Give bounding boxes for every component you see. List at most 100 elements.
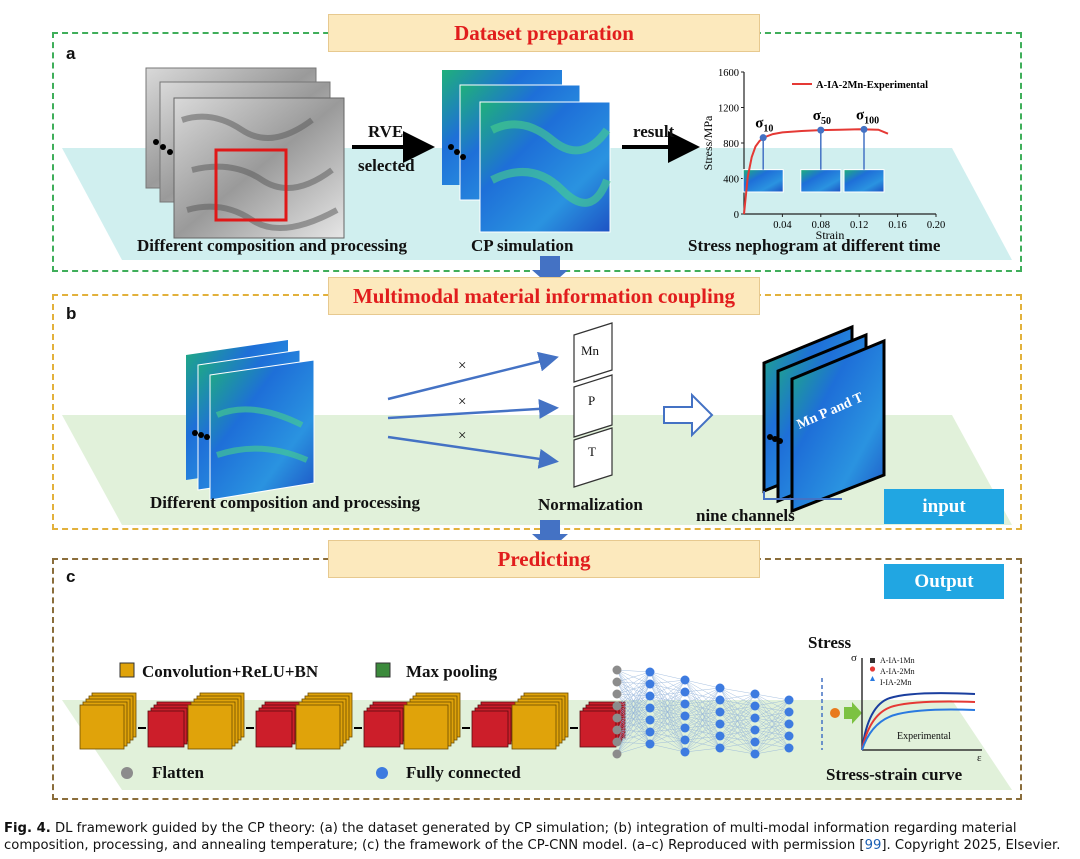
pool-block xyxy=(147,710,185,748)
nn-edge xyxy=(754,699,790,707)
flatten-node xyxy=(612,689,622,699)
nn-edge xyxy=(649,691,686,745)
nn-edge xyxy=(649,715,686,745)
micrograph-stack xyxy=(145,67,345,239)
nn-edge xyxy=(754,699,790,731)
fc-node xyxy=(750,701,760,711)
nn-edge xyxy=(719,687,756,695)
nn-edge xyxy=(684,687,721,705)
nn-edge xyxy=(616,743,651,755)
caption-label: Fig. 4. xyxy=(4,821,51,836)
mult-symbol-1: × xyxy=(458,358,467,374)
label-cp-simulation: CP simulation xyxy=(471,236,574,255)
param-boxes xyxy=(573,322,613,488)
fc-node xyxy=(645,667,655,677)
curve-label: Stress-strain curve xyxy=(826,765,963,784)
fc-node xyxy=(680,711,690,721)
y-tick-label: 1200 xyxy=(718,104,739,115)
panel-c-title: Predicting xyxy=(328,540,760,578)
fc-node xyxy=(645,715,655,725)
panel-b-graphics xyxy=(62,322,1012,525)
panel-a-title: Dataset preparation xyxy=(328,14,760,52)
flatten-node xyxy=(612,725,622,735)
conv-block xyxy=(79,704,125,750)
fc-node xyxy=(645,739,655,749)
legend-flatten-label: Flatten xyxy=(152,763,204,782)
x-tick-label: 0.20 xyxy=(927,220,945,231)
nn-edge xyxy=(616,671,651,707)
nn-edge xyxy=(616,707,651,755)
param-box-p: P xyxy=(588,393,596,408)
label-normalization: Normalization xyxy=(538,495,643,514)
nn-edge xyxy=(649,727,686,745)
nn-edge xyxy=(684,711,721,753)
flatten-node xyxy=(612,713,622,723)
down-arrow-bc xyxy=(532,520,568,550)
nn-edge xyxy=(616,671,651,743)
down-arrow-ab xyxy=(532,256,568,286)
mini-x-axis: ε xyxy=(977,752,982,764)
fc-node xyxy=(680,675,690,685)
legend-fc-label: Fully connected xyxy=(406,763,521,782)
y-tick-label: 1600 xyxy=(718,68,739,79)
caption-ref[interactable]: 99 xyxy=(864,838,882,853)
fc-node xyxy=(645,679,655,689)
caption-text-after: ]. Copyright 2025, Elsevier. xyxy=(881,838,1061,853)
x-tick-label: 0.08 xyxy=(812,220,830,231)
cnn-blocks xyxy=(79,692,626,750)
nn-edge xyxy=(649,679,686,733)
mult-symbol-2: × xyxy=(458,394,467,410)
input-maps xyxy=(186,340,315,501)
nn-edge xyxy=(649,679,686,745)
nephogram-tile xyxy=(800,169,842,193)
fc-node xyxy=(750,737,760,747)
caption-text: DL framework guided by the CP theory: (a… xyxy=(4,821,1017,853)
nn-edge xyxy=(754,693,790,701)
nn-edge xyxy=(684,687,721,741)
nn-edge xyxy=(684,687,721,729)
legend-fc-swatch xyxy=(376,767,388,779)
label-nine-channels: nine channels xyxy=(696,506,795,525)
nn-edge xyxy=(684,687,721,753)
nn-edge xyxy=(719,729,756,749)
nn-edge xyxy=(649,671,686,681)
nn-edge xyxy=(754,735,790,755)
y-tick-label: 400 xyxy=(723,175,739,186)
nn-edge xyxy=(719,693,756,737)
legend-conv-swatch xyxy=(119,662,135,678)
fc-node xyxy=(645,727,655,737)
pool-block xyxy=(255,710,293,748)
fc-node xyxy=(645,691,655,701)
x-tick-label: 0.12 xyxy=(850,220,868,231)
nephogram-tile xyxy=(843,169,885,193)
fc-node xyxy=(680,735,690,745)
nn-edge xyxy=(616,719,651,755)
fc-node xyxy=(715,719,725,729)
nn-edge xyxy=(684,723,721,753)
mini-legend-2: A-IA-2Mn xyxy=(880,667,915,676)
pool-block xyxy=(579,710,617,748)
legend-conv-label: Convolution+ReLU+BN xyxy=(142,662,319,681)
label-composition-b: Different composition and processing xyxy=(150,493,420,512)
nn-edge xyxy=(719,693,756,713)
nn-edge xyxy=(649,679,686,685)
mini-legend-3: I-IA-2Mn xyxy=(880,678,912,687)
marker-label: σ100 xyxy=(856,107,879,126)
nn-edge xyxy=(616,671,651,719)
fc-node xyxy=(715,731,725,741)
conv-block xyxy=(187,704,233,750)
panel-a-letter: a xyxy=(66,44,76,63)
mini-stress-strain-plot xyxy=(861,658,982,751)
marker-label: σ50 xyxy=(813,108,831,127)
fc-node xyxy=(784,719,794,729)
cp-simulation-stack xyxy=(442,70,611,233)
param-box-mn: Mn xyxy=(581,343,600,358)
rve-selected-label: selected xyxy=(358,156,415,175)
nn-edge xyxy=(684,699,721,753)
nn-edge xyxy=(684,679,721,689)
nn-edge xyxy=(649,743,686,753)
legend-label: A-IA-2Mn-Experimental xyxy=(816,80,928,91)
marker-point xyxy=(759,134,767,142)
x-tick-label: 0.16 xyxy=(888,220,906,231)
nn-edge xyxy=(616,671,651,695)
